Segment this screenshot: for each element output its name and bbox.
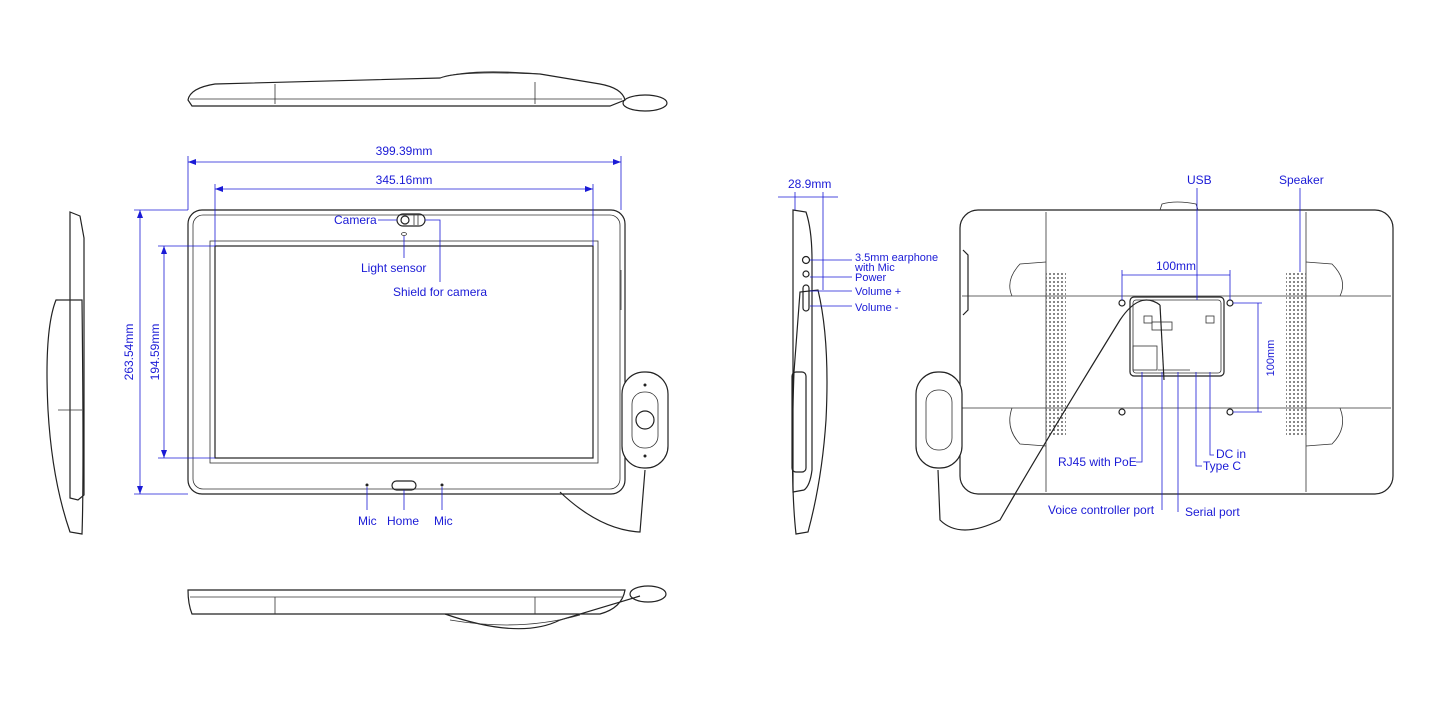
speaker-grille-left (1046, 272, 1066, 436)
camera-lens-icon (400, 215, 410, 225)
top-view (187, 71, 668, 112)
volume-up-label: Volume + (855, 286, 901, 298)
back-view (915, 201, 1394, 531)
light-sensor-label: Light sensor (361, 261, 426, 275)
speaker-label: Speaker (1279, 173, 1324, 187)
shield-label: Shield for camera (393, 285, 487, 299)
camera-label: Camera (334, 213, 377, 227)
power-button-icon (802, 270, 810, 278)
overall-height-label: 263.54mm (122, 324, 136, 381)
voice-controller-back (915, 371, 963, 469)
overall-width-label: 399.39mm (376, 144, 433, 158)
back-callouts: USB Speaker RJ45 with PoE DC in Type C V… (1048, 173, 1324, 519)
power-label: Power (855, 272, 887, 284)
screen-height-label: 194.59mm (148, 324, 162, 381)
dc-in-label: DC in (1216, 447, 1246, 461)
depth-label: 28.9mm (788, 177, 831, 191)
usb-label: USB (1187, 173, 1212, 187)
front-dimensions: 399.39mm 345.16mm 263.54mm 194.59mm (122, 144, 622, 495)
rj45-label: RJ45 with PoE (1058, 455, 1137, 469)
left-side-view (46, 211, 85, 535)
earphone-label-1: 3.5mm earphone (855, 252, 938, 264)
back-dimensions: 100mm 100mm (1121, 259, 1277, 413)
voice-port-label: Voice controller port (1048, 503, 1155, 517)
port-panel (1129, 296, 1225, 377)
earphone-label-2: with Mic (854, 262, 895, 274)
serial-port-label: Serial port (1185, 505, 1240, 519)
home-label: Home (387, 514, 419, 528)
side-callouts: 3.5mm earphone with Mic Power Volume + V… (810, 252, 938, 314)
volume-down-label: Volume - (855, 302, 899, 314)
mic-right-icon (440, 483, 444, 487)
speaker-grille-right (1286, 272, 1306, 436)
mic-left-label: Mic (358, 514, 377, 528)
type-c-label: Type C (1203, 459, 1241, 473)
voice-controller (621, 371, 669, 469)
front-view (187, 209, 669, 533)
light-sensor-icon (401, 232, 407, 236)
screen-width-label: 345.16mm (376, 173, 433, 187)
volume-rocker (802, 284, 810, 312)
mic-left-icon (365, 483, 369, 487)
bottom-view (187, 585, 667, 630)
right-side-view: 28.9mm (778, 177, 838, 535)
mic-right-label: Mic (434, 514, 453, 528)
vesa-horizontal-label: 100mm (1156, 259, 1196, 273)
front-callouts: Camera Light sensor Shield for camera Mi… (334, 213, 487, 528)
earphone-jack-icon (801, 255, 811, 265)
vesa-vertical-label: 100mm (1265, 340, 1277, 377)
